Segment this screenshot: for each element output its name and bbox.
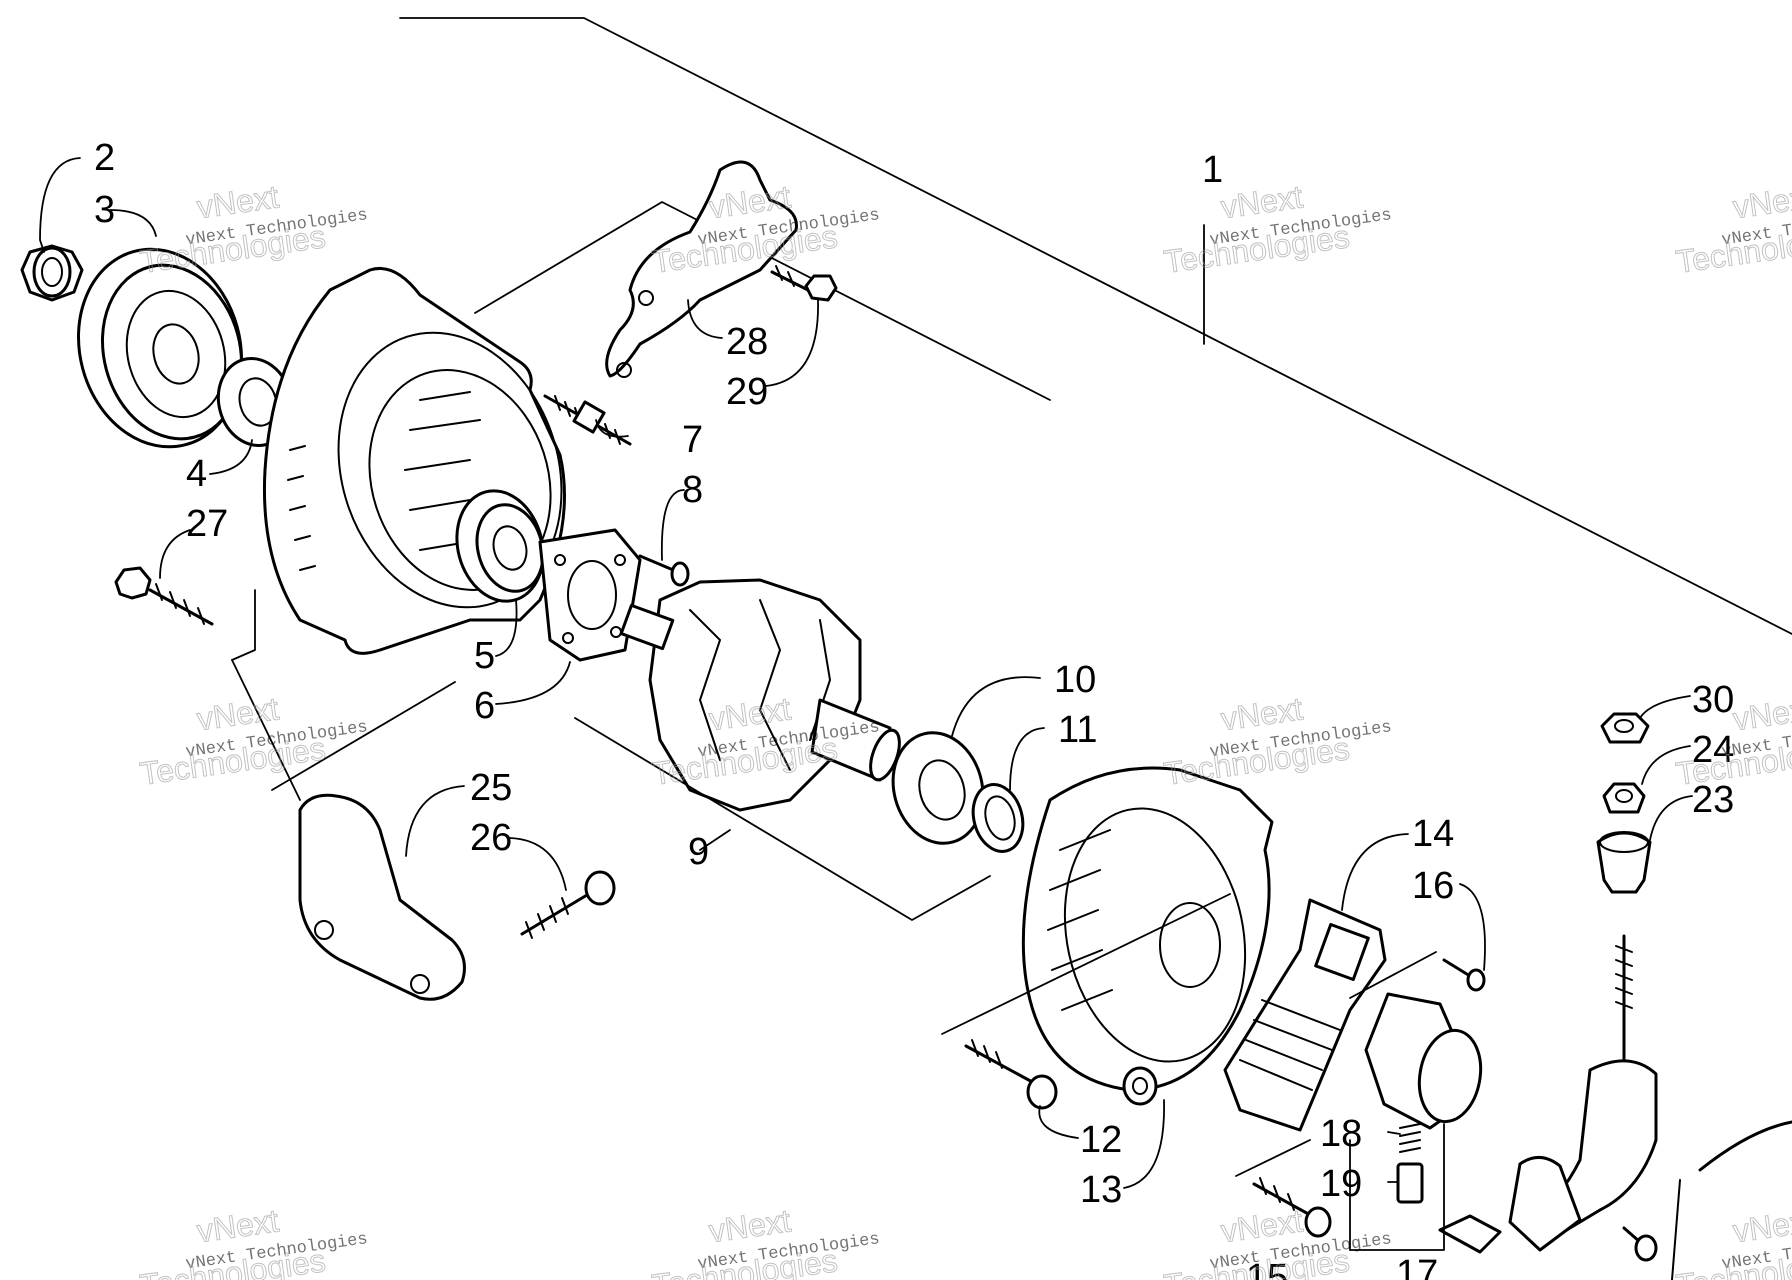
part-bearing-5 xyxy=(455,489,545,603)
watermark: vNext Technologies vNext Technologies xyxy=(1161,1202,1393,1280)
part-rectifier-stud xyxy=(1438,934,1792,1280)
svg-text:vNext: vNext xyxy=(195,178,281,225)
callout-12: 12 xyxy=(1080,1119,1122,1161)
part-nut-13 xyxy=(1122,1066,1158,1106)
svg-text:vNext: vNext xyxy=(1731,178,1792,225)
callout-14: 14 xyxy=(1412,813,1454,855)
callout-18: 18 xyxy=(1320,1113,1362,1155)
svg-text:vNext: vNext xyxy=(1731,1202,1792,1249)
part-nut-2 xyxy=(20,244,84,302)
callout-6: 6 xyxy=(474,685,495,727)
part-bolt-27 xyxy=(114,566,214,626)
part-bolt-26 xyxy=(520,870,616,939)
part-retainer-plate-6 xyxy=(538,528,642,662)
part-screw-15 xyxy=(1252,1177,1332,1238)
callout-26: 26 xyxy=(470,817,512,859)
svg-text:vNext: vNext xyxy=(195,1202,281,1249)
part-insulator-23 xyxy=(1596,831,1652,894)
watermark: vNext Technologies vNext Technologies xyxy=(1673,178,1792,281)
svg-text:vNext: vNext xyxy=(1731,690,1792,737)
callout-17: 17 xyxy=(1396,1253,1438,1280)
svg-text:vNext: vNext xyxy=(1219,1202,1305,1249)
callout-23: 23 xyxy=(1692,779,1734,821)
callout-7: 7 xyxy=(682,419,703,461)
svg-text:vNext: vNext xyxy=(195,690,281,737)
part-bolt-12 xyxy=(964,1039,1058,1110)
callout-11: 11 xyxy=(1058,709,1097,751)
callout-2: 2 xyxy=(94,137,115,179)
assembly-bracket-lines xyxy=(399,17,1792,635)
part-rotor-9 xyxy=(619,578,901,812)
callout-10: 10 xyxy=(1054,659,1096,701)
part-regulator-14 xyxy=(1223,898,1387,1132)
part-nut-24 xyxy=(1602,782,1646,814)
part-pulley-3 xyxy=(77,247,244,449)
callout-8: 8 xyxy=(682,469,703,511)
svg-text:vNext: vNext xyxy=(707,1202,793,1249)
callouts: 1 2 3 4 5 6 7 8 9 10 11 12 13 14 16 17 1… xyxy=(94,137,1734,1280)
callout-19: 19 xyxy=(1320,1163,1362,1205)
callout-24: 24 xyxy=(1692,729,1734,771)
watermark: vNext Technologies vNext Technologies xyxy=(1161,690,1393,793)
part-rear-housing xyxy=(1021,766,1274,1092)
svg-text:vNext: vNext xyxy=(1219,178,1305,225)
callout-29: 29 xyxy=(726,371,768,413)
callout-25: 25 xyxy=(470,767,512,809)
callout-4: 4 xyxy=(186,453,207,495)
callout-16: 16 xyxy=(1412,865,1454,907)
part-screw-16 xyxy=(1442,958,1486,992)
part-brush-holder-17 xyxy=(1364,992,1483,1130)
callout-28: 28 xyxy=(726,321,768,363)
callout-5: 5 xyxy=(474,635,495,677)
watermark: vNext Technologies vNext Technologies xyxy=(137,690,369,793)
part-ring-11 xyxy=(971,783,1025,853)
svg-text:vNext: vNext xyxy=(1219,690,1305,737)
part-bolt-29 xyxy=(770,265,838,302)
part-bearing-10 xyxy=(891,731,985,845)
callout-27: 27 xyxy=(186,503,228,545)
callout-3: 3 xyxy=(94,189,115,231)
watermark: vNext Technologies vNext Technologies xyxy=(1161,178,1393,281)
watermark: vNext Technologies vNext Technologies xyxy=(137,178,369,281)
callout-15-partial: 15 xyxy=(1246,1257,1288,1280)
callout-30: 30 xyxy=(1692,679,1734,721)
part-spring-18 xyxy=(1399,1123,1421,1153)
watermark: vNext Technologies vNext Technologies xyxy=(649,1202,881,1280)
part-nut-30 xyxy=(1600,712,1650,744)
part-screw-8 xyxy=(638,554,690,587)
part-brush-19 xyxy=(1396,1162,1424,1204)
part-bracket-28 xyxy=(605,160,798,378)
callout-1: 1 xyxy=(1202,149,1223,191)
leader-lines xyxy=(39,157,1693,1251)
watermark: vNext Technologies vNext Technologies xyxy=(649,178,881,281)
watermark: vNext Technologies vNext Technologies xyxy=(1673,1202,1792,1280)
callout-9: 9 xyxy=(688,831,709,873)
part-bracket-25 xyxy=(298,793,466,1001)
callout-13: 13 xyxy=(1080,1169,1122,1211)
watermark: vNext Technologies vNext Technologies xyxy=(137,1202,369,1280)
